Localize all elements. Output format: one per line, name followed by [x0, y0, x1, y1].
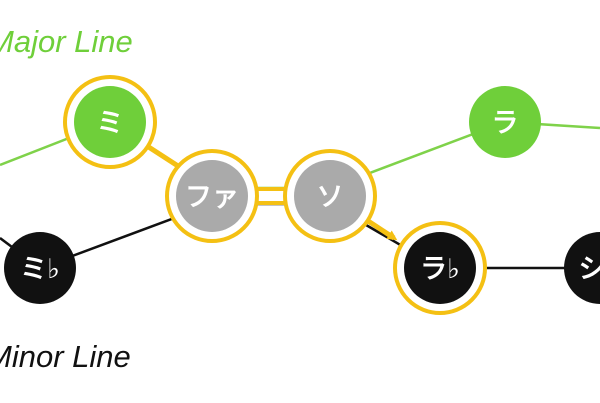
note-la-flat-label: ラ♭ — [420, 254, 460, 285]
note-mi: ミ — [63, 75, 157, 169]
note-so-label: ソ — [317, 182, 344, 213]
note-mi-flat: ミ♭ — [4, 232, 76, 304]
note-so: ソ — [283, 149, 377, 243]
minor-line-label: Minor Line — [0, 339, 131, 374]
note-mi-label: ミ — [97, 108, 124, 139]
note-la-label: ラ — [492, 108, 519, 139]
note-mi-flat-label: ミ♭ — [20, 254, 60, 285]
note-shi-label: シ — [579, 254, 600, 285]
note-fa-label: ファ — [185, 182, 239, 213]
note-la-flat: ラ♭ — [393, 221, 487, 315]
note-shi: シ — [564, 232, 600, 304]
note-fa: ファ — [165, 149, 259, 243]
note-la: ラ — [469, 86, 541, 158]
major-line-label: Major Line — [0, 24, 133, 59]
